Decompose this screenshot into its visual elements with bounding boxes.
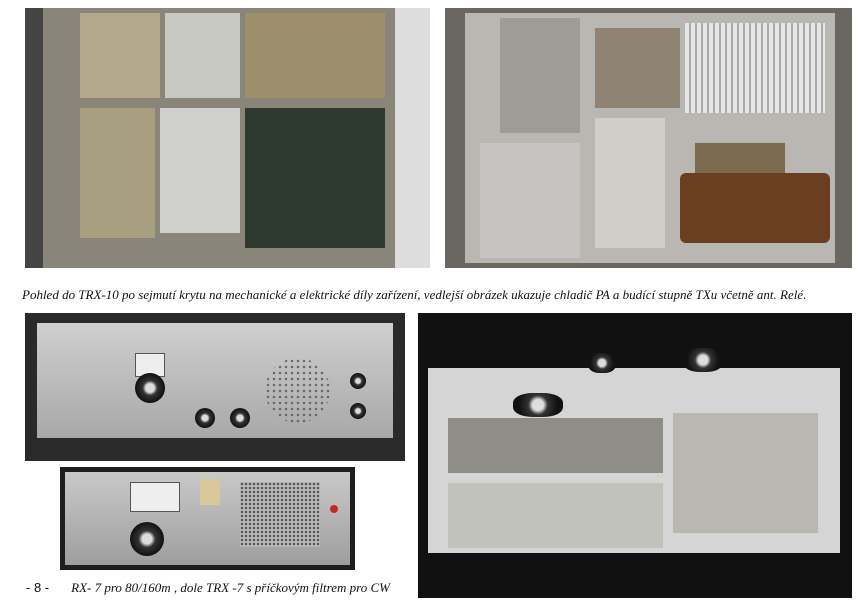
photo-rx7-interior [418,313,852,598]
photo-rx80-front [25,313,405,461]
caption-top: Pohled do TRX-10 po sejmutí krytu na mec… [22,287,807,302]
caption-bottom: - 8 - RX- 7 pro 80/160m , dole TRX -7 s p… [26,580,390,596]
caption-bottom-text: RX- 7 pro 80/160m , dole TRX -7 s příčko… [71,580,390,595]
photo-trx7-front [60,467,355,570]
page-number: - 8 - [26,580,50,595]
photo-trx10-interior [25,8,430,268]
photo-pa-heatsink [445,8,852,268]
